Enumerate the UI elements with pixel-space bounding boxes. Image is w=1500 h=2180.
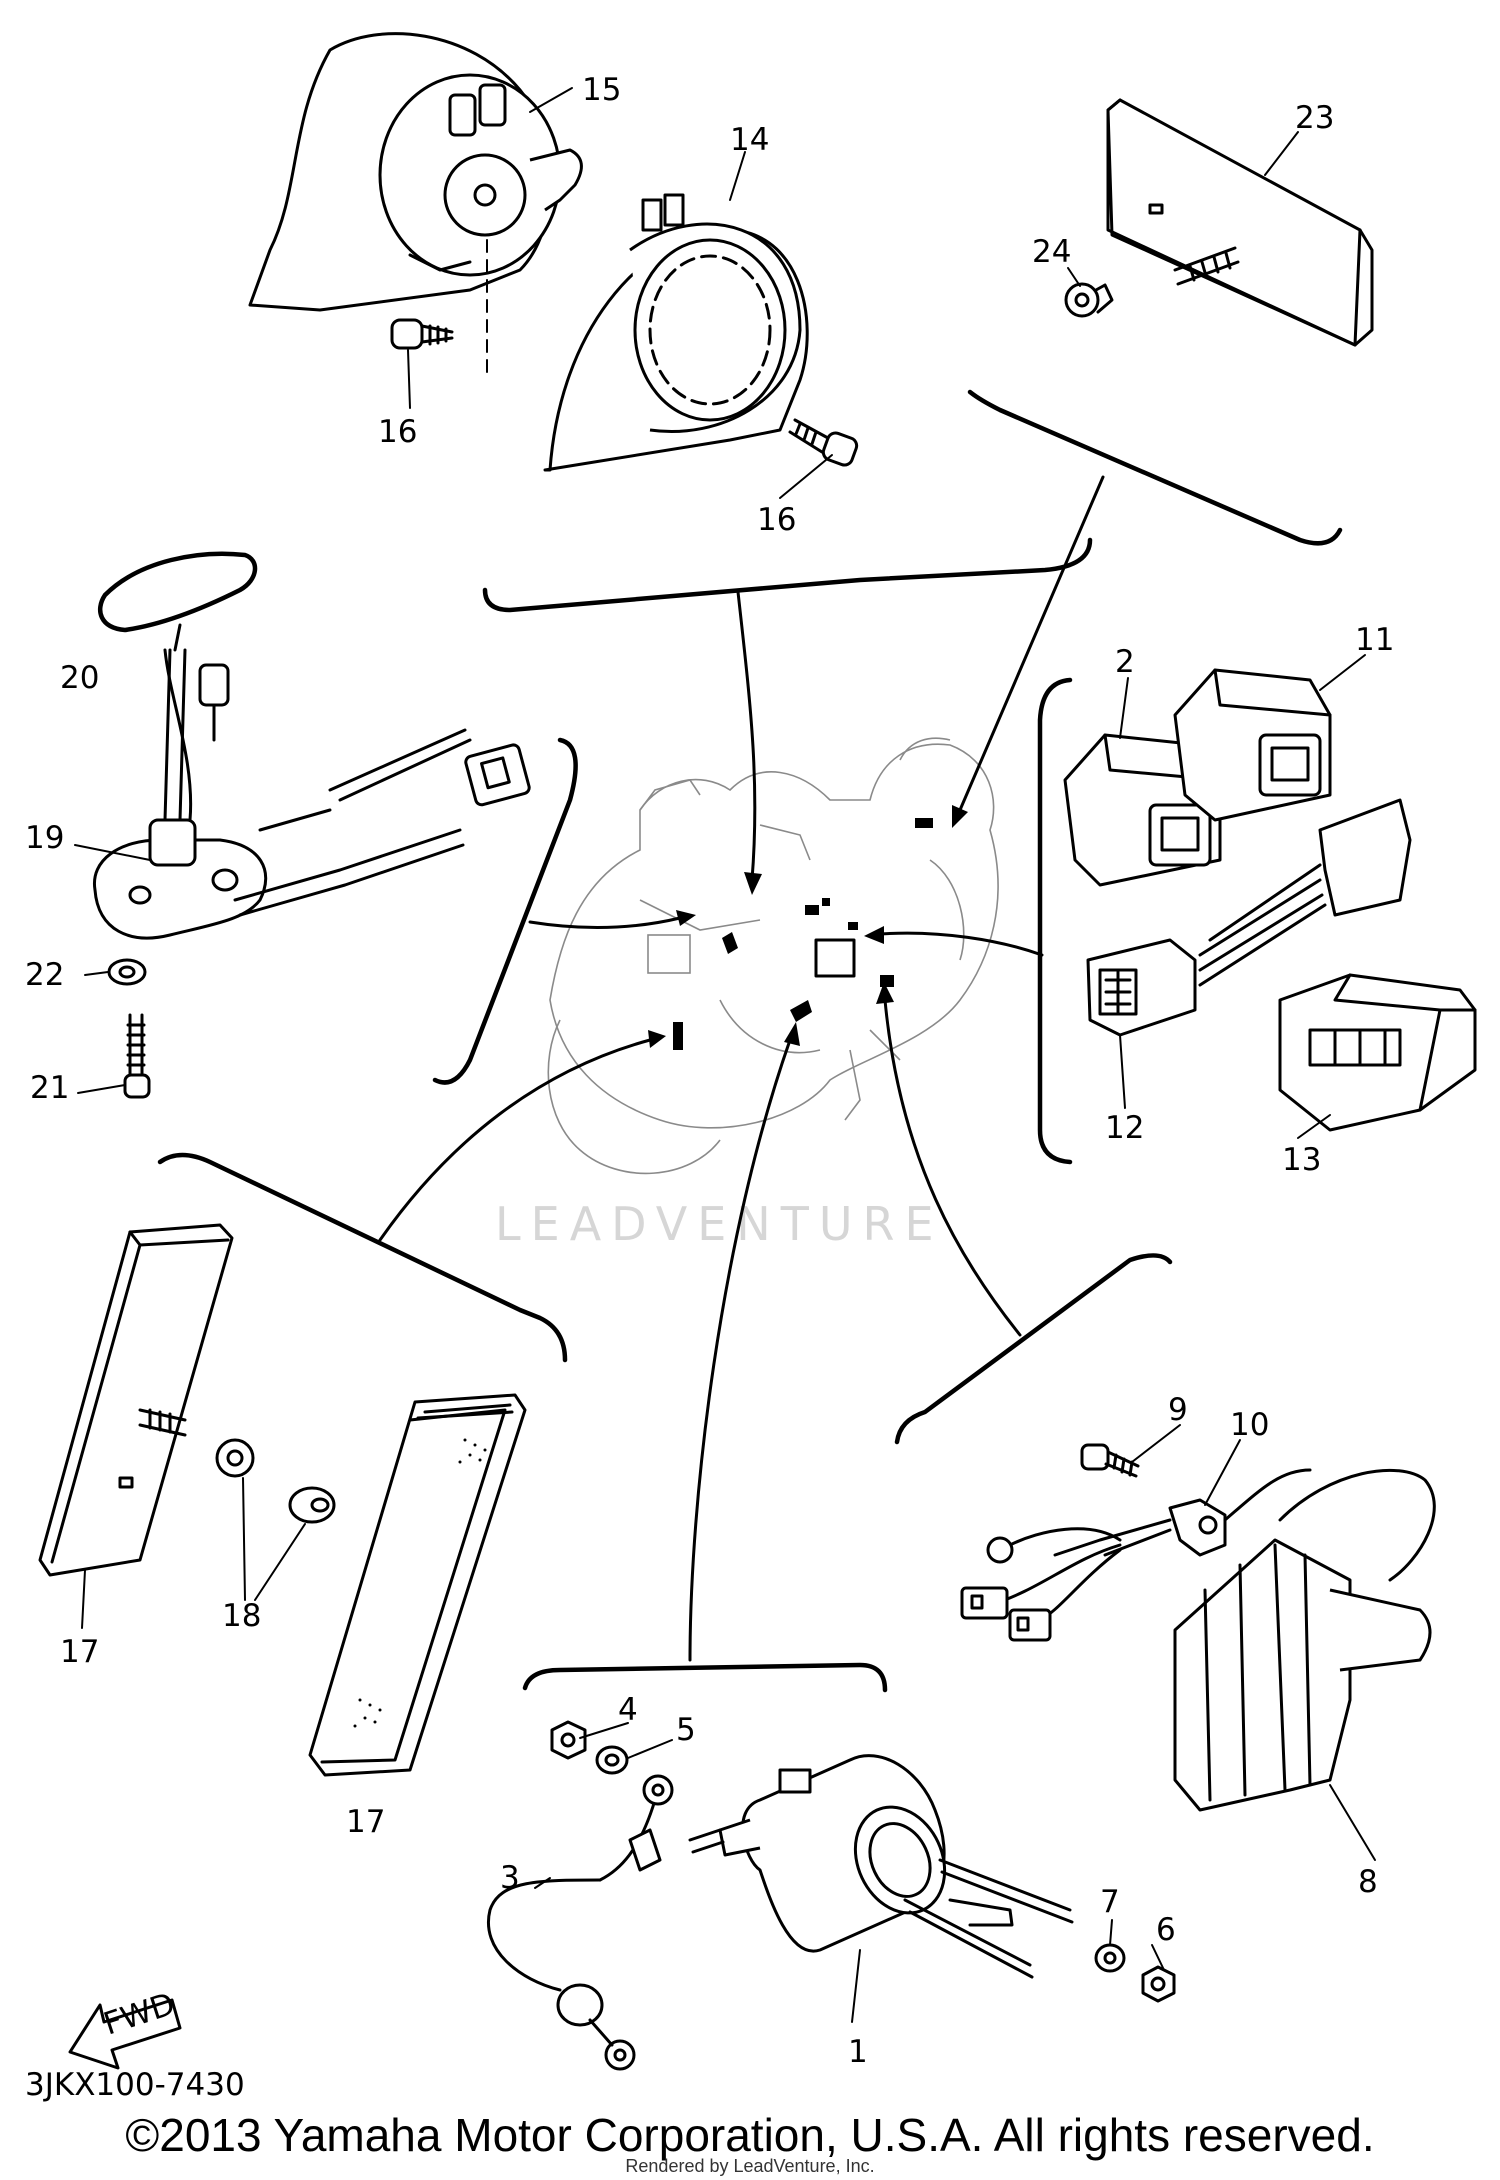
bolt-on-reflector-23 [1173, 246, 1240, 286]
callout-7: 7 [1100, 1884, 1120, 1920]
nut-24 [1064, 282, 1114, 318]
callout-24: 24 [1032, 234, 1071, 270]
motorcycle-outline [547, 737, 999, 1175]
screw-9 [1080, 1443, 1140, 1478]
callout-5: 5 [676, 1712, 696, 1748]
callout-19: 19 [25, 820, 64, 856]
washer-7 [1094, 1943, 1126, 1973]
gasket-20 [98, 551, 258, 633]
callout-18: 18 [222, 1598, 261, 1634]
copyright-notice: ©2013 Yamaha Motor Corporation, U.S.A. A… [125, 2109, 1375, 2161]
callout-12: 12 [1105, 1110, 1144, 1146]
callout-16-left: 16 [378, 414, 417, 450]
relay-11 [1173, 668, 1332, 822]
callout-10: 10 [1230, 1407, 1269, 1443]
reflector-17-left [38, 1223, 234, 1577]
callout-17-right: 17 [346, 1804, 385, 1840]
starter-relay-1 [688, 1754, 1074, 1979]
fuel-sender-19 [92, 623, 531, 940]
washer-5 [595, 1745, 629, 1775]
callout-labels: 1 2 3 4 5 6 7 8 9 10 11 12 13 14 15 16 1… [25, 72, 1394, 2070]
callout-16-right: 16 [757, 502, 796, 538]
reflector-17-right [308, 1393, 527, 1777]
horn-14 [543, 193, 809, 472]
rectifier-8 [1173, 1468, 1436, 1812]
callout-1: 1 [848, 2034, 868, 2070]
nuts-18 [215, 1438, 336, 1601]
screw-16-left [390, 318, 454, 350]
rendered-by-notice: Rendered by LeadVenture, Inc. [625, 2156, 875, 2176]
reflector-23 [1106, 98, 1374, 347]
callout-20: 20 [60, 660, 99, 696]
screw-21 [123, 1013, 151, 1099]
diagram-code: 3JKX100-7430 [25, 2067, 245, 2103]
fwd-arrow: FWD [68, 1986, 182, 2070]
leader-arrows [378, 475, 1105, 1662]
relay-13 [1278, 973, 1477, 1132]
callout-9: 9 [1168, 1392, 1188, 1428]
connector-12 [1086, 798, 1412, 1037]
callout-21: 21 [30, 1070, 69, 1106]
callout-13: 13 [1282, 1142, 1321, 1178]
callout-15: 15 [582, 72, 621, 108]
callout-17-left: 17 [60, 1634, 99, 1670]
washer-22 [107, 958, 147, 986]
callout-14: 14 [730, 122, 769, 158]
callout-2: 2 [1115, 644, 1135, 680]
screw-16-right [788, 418, 859, 467]
rectifier-wiring [960, 1518, 1172, 1642]
callout-23: 23 [1295, 100, 1334, 136]
clamp-10 [1168, 1498, 1227, 1557]
group-brackets [157, 389, 1343, 1693]
callout-leaders [74, 87, 1376, 2023]
watermark: LEADVENTURE [495, 1197, 944, 1251]
callout-3: 3 [500, 1860, 520, 1896]
callout-8: 8 [1358, 1864, 1378, 1900]
callout-4: 4 [618, 1692, 638, 1728]
callout-11: 11 [1355, 622, 1394, 658]
callout-6: 6 [1156, 1912, 1176, 1948]
horn-15 [248, 32, 583, 373]
nut-4 [550, 1720, 587, 1760]
callout-22: 22 [25, 957, 64, 993]
lead-wire-3 [487, 1774, 674, 2071]
nut-6 [1141, 1965, 1176, 2003]
